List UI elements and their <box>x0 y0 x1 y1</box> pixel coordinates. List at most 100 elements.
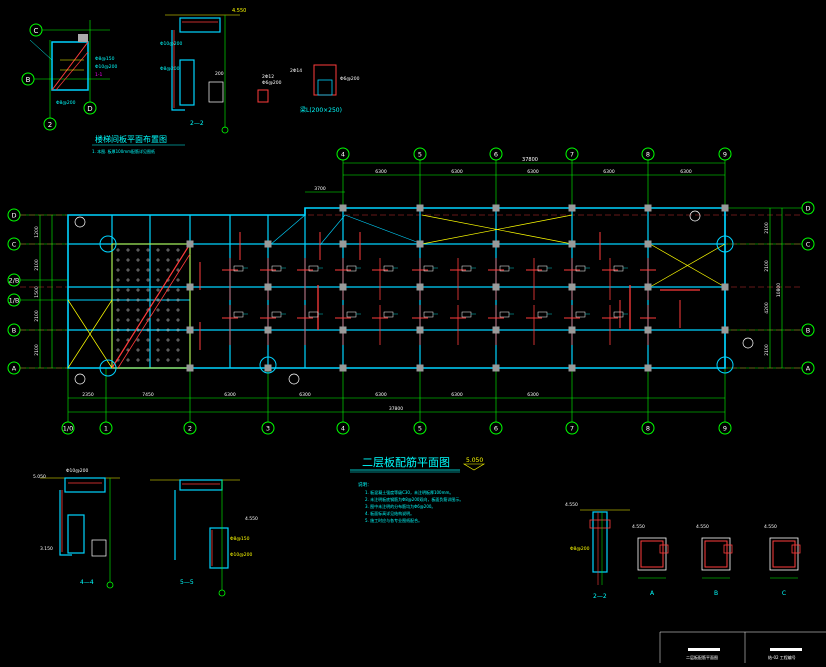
svg-text:D: D <box>11 212 16 220</box>
svg-text:200: 200 <box>215 71 224 77</box>
svg-text:4.550: 4.550 <box>696 524 709 530</box>
svg-text:7: 7 <box>570 425 574 433</box>
svg-text:6: 6 <box>494 151 498 159</box>
svg-text:Φ8@200: Φ8@200 <box>160 66 180 72</box>
drawing-title-group: 二层板配筋平面图 5.050 <box>350 455 486 473</box>
bottom-dim-3: 6300 <box>299 392 311 398</box>
svg-text:B: B <box>26 76 31 84</box>
svg-text:9: 9 <box>723 425 727 433</box>
svg-text:6: 6 <box>494 425 498 433</box>
left-dim-3: 2100 <box>34 310 40 322</box>
bottom-total-dim: 37800 <box>389 406 403 412</box>
stair-detail-top-left: C B 2 D Φ8@150 Φ10@200 1-1 Φ8@200 楼梯间板平面… <box>21 20 185 154</box>
beam-detail-label: 梁L(200×250) <box>300 106 342 114</box>
svg-text:8: 8 <box>646 425 650 433</box>
svg-text:4.550: 4.550 <box>632 524 645 530</box>
svg-text:4: 4 <box>341 151 345 159</box>
note-1: 1. 板混凝土强度等级C30，未注明板厚100mm。 <box>365 489 453 495</box>
right-dim-2: 4200 <box>764 302 770 314</box>
svg-text:7: 7 <box>570 151 574 159</box>
svg-text:C: C <box>782 590 786 597</box>
bottom-dim-6: 6300 <box>527 392 539 398</box>
svg-text:5: 5 <box>418 425 422 433</box>
svg-text:Φ10@200: Φ10@200 <box>160 41 182 47</box>
left-dim-4: 2100 <box>34 344 40 356</box>
stair-detail-note: 1. 本图. 板厚100mm配筋详见图纸 <box>92 148 155 154</box>
bottom-dim-0: 2350 <box>82 392 94 398</box>
beam-detail: 2Φ12 Φ6@200 2Φ14 Φ6@200 梁L(200×250) <box>257 64 360 114</box>
svg-text:5.050: 5.050 <box>33 474 46 480</box>
svg-text:2Φ12: 2Φ12 <box>262 74 274 80</box>
right-dim-1: 2100 <box>764 260 770 272</box>
note-0: 说明： <box>358 481 372 488</box>
axis-left-2-B: 2/B <box>7 273 21 287</box>
section-4-4-label: 4—4 <box>80 579 94 586</box>
svg-text:4: 4 <box>341 425 345 433</box>
svg-text:A: A <box>806 365 811 373</box>
left-dim-2: 1500 <box>34 286 40 298</box>
svg-text:B: B <box>714 590 718 597</box>
right-dim-0: 2100 <box>764 222 770 234</box>
title-block-name: 二层板配筋平面图 <box>686 654 718 660</box>
stair-detail-caption: 楼梯间板平面布置图 <box>95 134 167 144</box>
bottom-dim-1: 7450 <box>142 392 154 398</box>
section-2-2-bottom-label: 2—2 <box>593 593 607 600</box>
svg-text:5: 5 <box>418 151 422 159</box>
svg-text:Φ10@200: Φ10@200 <box>95 64 117 70</box>
note-3: 3. 图中未注明的分布筋均为Φ6@200。 <box>365 503 435 509</box>
svg-text:8: 8 <box>646 151 650 159</box>
title-block: 二层板配筋平面图 结-02 工程编号 <box>659 631 826 663</box>
svg-text:3: 3 <box>266 425 270 433</box>
right-dim-3: 2100 <box>764 344 770 356</box>
left-dim-0: 1200 <box>34 226 40 238</box>
section-5-5-label: 5—5 <box>180 579 194 586</box>
note-5: 5. 施工时应与各专业图纸配合。 <box>365 517 422 523</box>
svg-text:C: C <box>34 27 39 35</box>
left-dim-1: 2100 <box>34 259 40 271</box>
svg-text:4.550: 4.550 <box>764 524 777 530</box>
svg-text:Φ6@200: Φ6@200 <box>262 80 282 86</box>
svg-text:Φ6@200: Φ6@200 <box>340 76 360 82</box>
svg-text:Φ8@150: Φ8@150 <box>230 536 250 542</box>
drawing-title: 二层板配筋平面图 <box>362 455 450 469</box>
svg-text:2: 2 <box>48 121 52 129</box>
svg-text:A: A <box>650 590 655 597</box>
section-2-2-bottom: 4.550 Φ8@200 2—2 <box>565 502 630 600</box>
top-dim-2: 6300 <box>451 169 463 175</box>
svg-text:Φ8@200: Φ8@200 <box>56 100 76 106</box>
top-dim-4: 6300 <box>603 169 615 175</box>
svg-text:D: D <box>805 205 810 213</box>
bottom-dim-2: 6300 <box>224 392 236 398</box>
section-2-2-top: 200 Φ10@200 Φ8@200 4.550 2—2 <box>160 8 246 134</box>
svg-text:2Φ14: 2Φ14 <box>290 68 302 74</box>
svg-text:B: B <box>806 327 810 335</box>
svg-text:2/B: 2/B <box>9 277 20 285</box>
svg-text:1: 1 <box>104 425 108 433</box>
section-4-4: Φ10@200 5.050 3.150 4—4 <box>33 468 120 589</box>
svg-text:1/B: 1/B <box>9 297 20 305</box>
svg-text:A: A <box>12 365 17 373</box>
svg-text:B: B <box>12 327 16 335</box>
note-4: 4. 板面标高详见结构说明。 <box>365 510 414 516</box>
svg-text:C: C <box>806 241 811 249</box>
svg-text:Φ8@150: Φ8@150 <box>95 56 115 62</box>
right-total-dim: 10800 <box>776 283 782 297</box>
axis-bottom-1-0: 1/0 <box>61 421 75 435</box>
title-block-number: 结-02 工程编号 <box>768 654 796 660</box>
svg-text:4.550: 4.550 <box>245 516 258 522</box>
section-2-2-label: 2—2 <box>190 120 204 127</box>
svg-text:1-1: 1-1 <box>95 72 102 78</box>
svg-text:3.150: 3.150 <box>40 546 53 552</box>
top-dim-5: 6300 <box>680 169 692 175</box>
svg-text:4.550: 4.550 <box>232 8 246 14</box>
bottom-dim-4: 6300 <box>375 392 387 398</box>
note-2: 2. 未注明板底钢筋为Φ8@200双向，板面负筋详图示。 <box>365 496 463 502</box>
svg-text:Φ10@200: Φ10@200 <box>230 552 252 558</box>
svg-text:2: 2 <box>188 425 192 433</box>
